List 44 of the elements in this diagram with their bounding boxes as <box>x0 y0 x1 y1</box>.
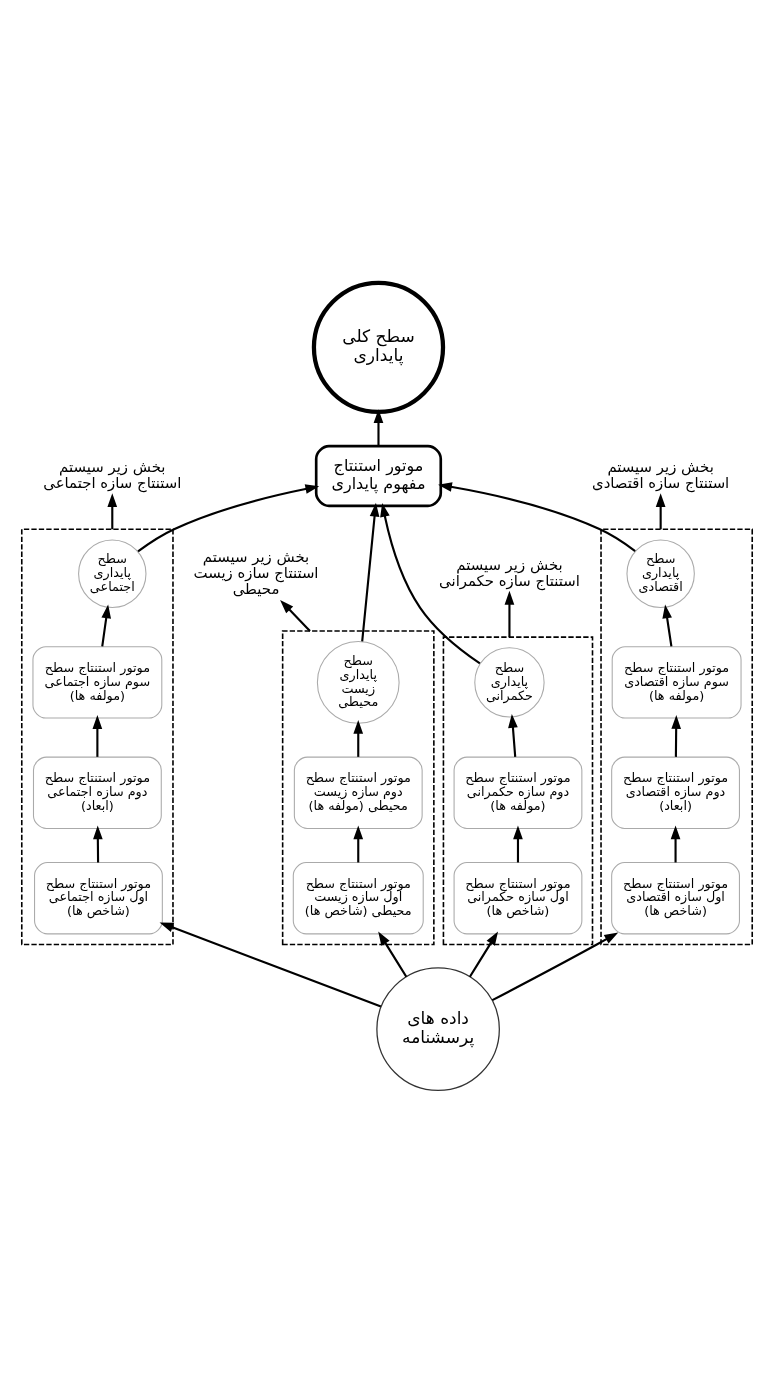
arrow <box>504 590 514 638</box>
node-box: موتور استنتاج سطح دوم سازه حکمرانی (مولفه ها) <box>453 756 582 829</box>
node-box: موتور استنتاج سطح دوم سازه اجتماعی (ابعاد) <box>32 756 162 829</box>
arrow <box>360 502 379 642</box>
node-circle: سطح پایداری اقتصادی <box>625 539 695 608</box>
arrow <box>512 825 523 863</box>
node-box: موتور استنتاج سطح اول سازه اجتماعی (شاخص ها) <box>33 862 163 935</box>
arrow <box>655 493 665 530</box>
arrow <box>437 482 636 552</box>
arrow <box>106 493 117 530</box>
arrow <box>491 932 618 1002</box>
node-text: بخش زیر سیستم استنتاج سازه حکمرانی <box>438 555 580 590</box>
arrow <box>661 604 672 647</box>
node-box: موتور استنتاج سطح سوم سازه اجتماعی (مولفه ها) <box>31 646 162 719</box>
node-box: موتور استنتاج سطح اول سازه حکمرانی (شاخص ها) <box>453 862 582 935</box>
node-box: موتور استنتاج سطح سوم سازه اقتصادی (مولفه ها) <box>611 646 742 719</box>
arrow <box>507 713 518 757</box>
node-text: بخش زیر سیستم استنتاج سازه زیست محیطی <box>193 547 319 598</box>
arrow <box>92 825 103 863</box>
arrow <box>92 715 102 757</box>
node-box: موتور استنتاج سطح دوم سازه زیست محیطی (مولفه ها) <box>293 756 423 829</box>
arrow <box>670 825 680 863</box>
arrow <box>379 503 480 665</box>
node-box: موتور استنتاج مفهوم پایداری <box>314 444 442 508</box>
node-box: موتور استنتاج سطح دوم سازه اقتصادی (ابعاد) <box>610 756 740 829</box>
arrow <box>159 922 381 1008</box>
arrow <box>373 409 383 446</box>
arrow <box>352 719 363 757</box>
node-circle: سطح پایداری زیست محیطی <box>316 641 400 724</box>
arrow <box>670 715 681 757</box>
node-text: بخش زیر سیستم استنتاج سازه اجتماعی <box>42 457 181 492</box>
arrow <box>100 604 111 647</box>
node-text: بخش زیر سیستم استنتاج سازه اقتصادی <box>591 457 729 492</box>
node-box: موتور استنتاج سطح اول سازه زیست محیطی (شاخص ها) <box>292 862 424 935</box>
node-circle: سطح پایداری اجتماعی <box>77 539 146 608</box>
arrow <box>377 931 407 978</box>
node-circle: سطح پایداری حکمرانی <box>473 647 545 718</box>
arrow <box>279 599 311 632</box>
node-box: موتور استنتاج سطح اول سازه اقتصادی (شاخص ها) <box>610 862 740 935</box>
node-circle: سطح کلی پایداری <box>311 280 445 415</box>
arrow <box>136 484 319 553</box>
arrow <box>468 931 498 978</box>
arrow <box>352 825 363 863</box>
node-circle: داده های پرسشنامه <box>375 967 500 1092</box>
